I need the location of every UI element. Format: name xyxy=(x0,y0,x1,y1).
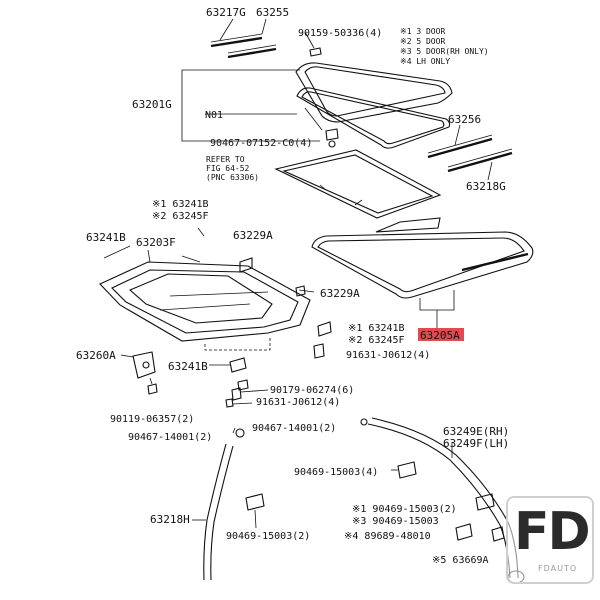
clip-90469d xyxy=(245,493,265,529)
part-label-63669a: ※5 63669A xyxy=(432,555,489,566)
frame-63203f xyxy=(99,227,311,351)
logo-subtext: FDAUTO xyxy=(538,564,578,573)
part-label-63217g: 63217G xyxy=(206,6,246,19)
deflector-strips xyxy=(427,124,513,181)
part-label-91631a: 91631-J0612(4) xyxy=(346,350,430,361)
refer-line-1: REFER TO xyxy=(206,155,245,164)
part-label-63229a-b: 63229A xyxy=(320,287,360,300)
part-label-63249f: 63249F(LH) xyxy=(443,437,509,450)
part-label-63218g: 63218G xyxy=(466,180,506,193)
seal-n01 xyxy=(296,87,451,149)
part-label-63255: 63255 xyxy=(256,6,289,19)
part-label-90467c: 90467-14001(2) xyxy=(252,423,336,434)
highlight-box xyxy=(418,328,464,341)
refer-line-2: FIG 64-52 xyxy=(206,164,250,173)
clip-90467 xyxy=(325,128,339,148)
part-label-63260a: 63260A xyxy=(76,349,116,362)
drain-hose-left-63218h xyxy=(192,427,245,581)
part-label-63241b-2: ※1 63241B xyxy=(348,323,405,334)
part-label-63229a-a: 63229A xyxy=(233,229,273,242)
part-label-89689: ※4 89689-48010 xyxy=(344,531,431,542)
logo-mark: FD xyxy=(514,502,591,562)
part-label-63203f: 63203F xyxy=(136,236,176,249)
legend-item-4: ※4 LH ONLY xyxy=(400,57,450,66)
bracket-left-63260a xyxy=(120,351,158,395)
part-label-n01: N01 xyxy=(205,110,223,121)
part-label-63218h: 63218H xyxy=(150,513,190,526)
part-label-90119: 90119-06357(2) xyxy=(110,414,194,425)
glass-panel xyxy=(295,62,453,123)
refer-line-3: (PNC 63306) xyxy=(206,173,259,182)
legend-item-2: ※2 5 DOOR xyxy=(400,37,445,46)
part-label-90469d: 90469-15003(2) xyxy=(226,531,310,542)
bracket-right-63241b xyxy=(295,285,332,359)
part-label-63241b-1: ※1 63241B xyxy=(152,199,209,210)
highlighted-part: 63205A xyxy=(418,328,464,342)
part-label-90469a: 90469-15003(4) xyxy=(294,467,378,478)
screws-90179 xyxy=(225,387,269,408)
panel-63205a xyxy=(311,217,534,328)
part-number-labels: 63217G 63255 90159-50336(4) 63201G N01 90467-… xyxy=(76,6,509,566)
sunshade-panel xyxy=(274,149,442,219)
part-label-63241b-a: 63241B xyxy=(86,231,126,244)
highlight-part-number: 63205A xyxy=(420,329,460,342)
legend: ※1 3 DOOR ※2 5 DOOR ※3 5 DOOR(RH ONLY) ※… xyxy=(400,27,489,66)
part-label-63201g: 63201G xyxy=(132,98,172,111)
part-label-90467a: 90467-07152-C0(4) xyxy=(210,138,312,149)
part-label-63249e: 63249E(RH) xyxy=(443,425,509,438)
part-label-63241b-b: 63241B xyxy=(168,360,208,373)
fdauto-logo: FD FDAUTO xyxy=(506,496,594,584)
part-label-90469b: ※1 90469-15003(2) xyxy=(352,504,457,515)
legend-item-1: ※1 3 DOOR xyxy=(400,27,445,36)
refer-note: REFER TO FIG 64-52 (PNC 63306) xyxy=(206,155,259,182)
part-label-63245f-2: ※2 63245F xyxy=(348,335,405,346)
part-label-63256: 63256 xyxy=(448,113,481,126)
part-label-90469c: ※3 90469-15003 xyxy=(352,516,439,527)
bracket-mid-63241b xyxy=(209,357,249,391)
screw-90159 xyxy=(304,31,322,57)
part-label-90159: 90159-50336(4) xyxy=(298,28,382,39)
weatherstrip-63217g xyxy=(210,18,277,59)
drain-hose-right-63249e xyxy=(360,417,525,584)
legend-item-3: ※3 5 DOOR(RH ONLY) xyxy=(400,47,489,56)
callout-63201g xyxy=(181,69,323,142)
part-label-91631b: 91631-J0612(4) xyxy=(256,397,340,408)
part-label-90467b: 90467-14001(2) xyxy=(128,432,212,443)
part-label-90179: 90179-06274(6) xyxy=(270,385,354,396)
part-label-63245f-1: ※2 63245F xyxy=(152,211,209,222)
